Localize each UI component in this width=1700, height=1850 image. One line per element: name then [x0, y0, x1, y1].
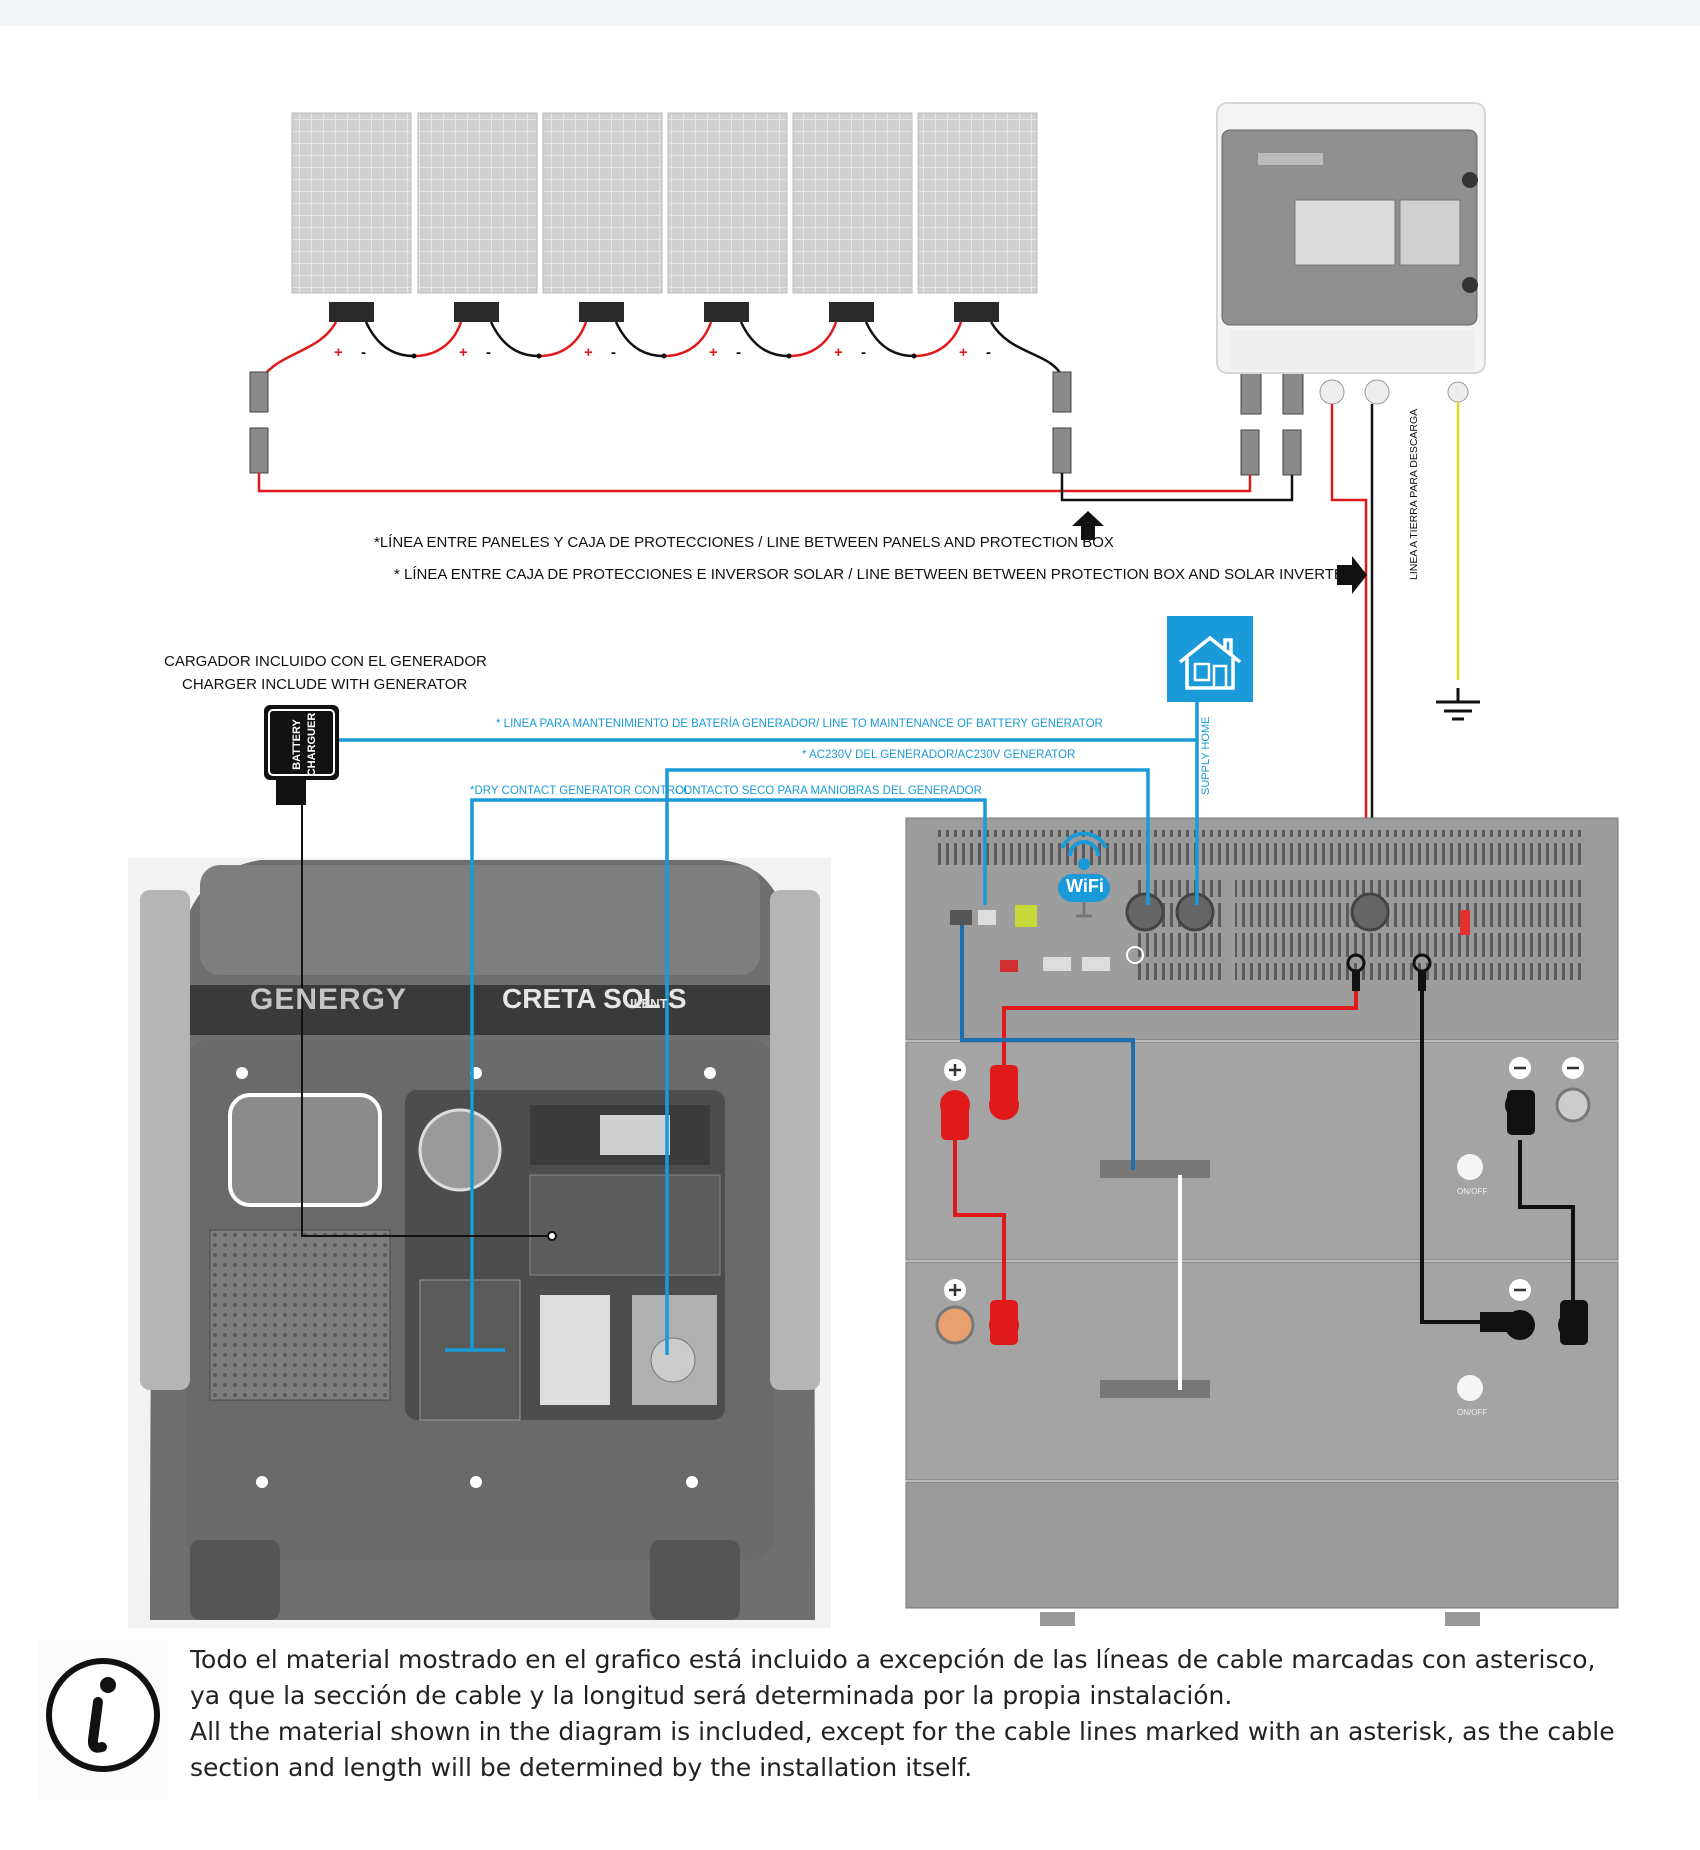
solar-panel-icon — [542, 112, 663, 294]
panels-to-box-negative-line — [1060, 473, 1294, 502]
panels-to-box-positive-line — [257, 473, 1252, 493]
protection-box-icon — [1216, 102, 1486, 405]
svg-text:-: - — [986, 344, 991, 361]
arrow-right-icon — [1337, 556, 1367, 594]
dry-contact-label-en: *DRY CONTACT GENERATOR CONTROL — [470, 785, 691, 797]
battery-cables — [953, 925, 1575, 1390]
info-note-es: Todo el material mostrado en el grafico … — [190, 1645, 1596, 1710]
battery-positive-link — [953, 1100, 1006, 1320]
dry-contact-label-es: CONTACTO SECO PARA MANIOBRAS DEL GENERAD… — [675, 785, 982, 797]
wifi-icon — [1058, 831, 1110, 918]
maintenance-line-label: * LINEA PARA MANTENIMIENTO DE BATERÍA GE… — [496, 718, 1103, 730]
polarity-marks: + + + + + + — [334, 344, 968, 361]
generator-model-suffix: ILENT — [630, 996, 668, 1011]
dry-contact-line — [470, 798, 987, 1350]
solar-panel-icon — [291, 112, 412, 294]
generator-model: CRETA SOL S — [502, 983, 687, 1014]
charger-label-en: CHARGER INCLUDE WITH GENERATOR — [182, 676, 468, 693]
generator-brand: GENERGY — [250, 983, 408, 1016]
line-panels-box-label: *LÍNEA ENTRE PANELES Y CAJA DE PROTECCIO… — [374, 534, 1114, 551]
svg-text:-: - — [361, 344, 366, 361]
battery-negative-link — [1518, 1140, 1575, 1320]
svg-text:+: + — [334, 344, 343, 361]
line-box-inverter-label: * LÍNEA ENTRE CAJA DE PROTECCIONES E INV… — [394, 566, 1355, 583]
svg-text:+: + — [584, 344, 593, 361]
svg-text:+: + — [959, 344, 968, 361]
box-to-inverter-positive-line — [1330, 404, 1368, 920]
junction-box — [579, 302, 624, 322]
svg-text:+: + — [834, 344, 843, 361]
ground-icon — [1436, 688, 1480, 721]
house-icon — [1167, 616, 1253, 702]
info-note-en: All the material shown in the diagram is… — [190, 1717, 1615, 1782]
charger-output-line — [301, 805, 552, 1237]
svg-text:+: + — [709, 344, 718, 361]
charger-label-es: CARGADOR INCLUIDO CON EL GENERADOR — [164, 653, 487, 670]
inverter-positive-cable — [1002, 975, 1358, 1090]
charger-input-port — [547, 1231, 557, 1241]
ground-line-label: LINEA A TIERRA PARA DESCARGA — [1408, 408, 1420, 580]
solar-panel-icon — [917, 112, 1038, 294]
junction-box — [329, 302, 374, 322]
solar-panel-icon — [792, 112, 913, 294]
charger-device-text: BATTERY CHARGUER — [291, 712, 318, 777]
svg-text:-: - — [611, 344, 616, 361]
battery-onoff-label-1: ON/OFF — [1457, 1187, 1488, 1196]
svg-text:-: - — [736, 344, 741, 361]
polarity-marks-minus: --- --- — [361, 344, 991, 361]
ac-lines — [339, 700, 1199, 1355]
solar-panel-icon — [417, 112, 538, 294]
battery-module-icon — [905, 1041, 1619, 1626]
battery-charger-icon — [264, 705, 339, 805]
bms-comm-cable — [960, 925, 1135, 1170]
ac230-line — [665, 768, 1150, 1355]
junction-box — [454, 302, 499, 322]
mc4-connectors — [249, 371, 1304, 476]
inverter-icon — [905, 817, 1619, 1041]
solar-panel-icon — [667, 112, 788, 294]
arrow-up-icon — [1072, 511, 1104, 540]
info-note: Todo el material mostrado en el grafico … — [190, 1642, 1620, 1786]
svg-text:-: - — [486, 344, 491, 361]
supply-home-label: SUPPLY HOME — [1200, 716, 1212, 795]
junction-box — [829, 302, 874, 322]
junction-box — [704, 302, 749, 322]
generator-icon — [128, 858, 831, 1628]
ac230-line-label: * AC230V DEL GENERADOR/AC230V GENERATOR — [802, 749, 1076, 761]
wifi-label: WiFi — [1066, 876, 1104, 896]
inverter-negative-cable — [1420, 975, 1480, 1324]
solar-panel-array — [291, 112, 1038, 322]
battery-terminals — [940, 953, 1588, 1345]
top-band — [0, 0, 1700, 26]
junction-box — [954, 302, 999, 322]
info-icon — [38, 1640, 168, 1800]
panel-series-wiring — [260, 321, 1064, 379]
svg-text:-: - — [861, 344, 866, 361]
battery-onoff-label-2: ON/OFF — [1457, 1408, 1488, 1417]
svg-text:+: + — [459, 344, 468, 361]
